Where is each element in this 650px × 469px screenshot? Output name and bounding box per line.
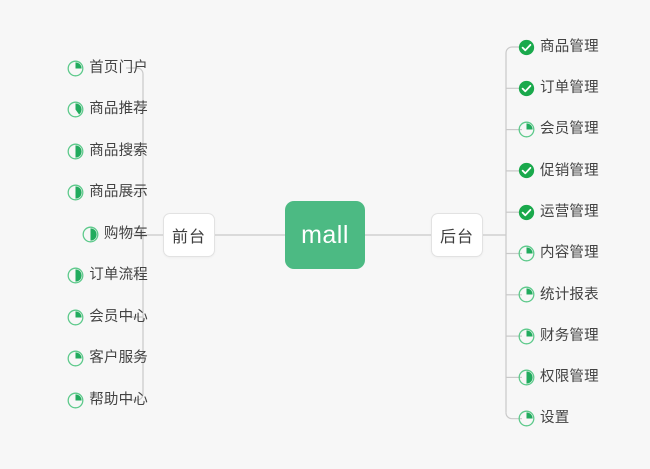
mindmap-leaf-left-6[interactable]: 会员中心 <box>67 306 148 328</box>
mindmap-leaf-left-7[interactable]: 客户服务 <box>67 348 148 370</box>
pie-progress-icon <box>518 286 535 303</box>
leaf-label: 会员管理 <box>540 121 599 138</box>
pie-progress-icon <box>82 226 99 242</box>
leaf-label: 会员中心 <box>89 308 148 325</box>
leaf-label: 商品管理 <box>540 38 599 55</box>
node-frontend-label: 前台 <box>171 229 206 246</box>
leaf-label: 内容管理 <box>540 245 599 262</box>
pie-progress-icon <box>518 121 535 138</box>
mindmap-leaf-right-4[interactable]: 运营管理 <box>518 201 599 223</box>
pie-progress-icon <box>518 369 535 386</box>
leaf-label: 帮助中心 <box>89 391 148 408</box>
leaf-label: 客户服务 <box>89 350 148 367</box>
left-branch: 首页门户商品推荐商品搜索商品展示购物车订单流程会员中心客户服务帮助中心 <box>0 0 170 469</box>
leaf-label: 运营管理 <box>540 203 599 220</box>
pie-progress-icon <box>67 143 84 159</box>
leaf-label: 购物车 <box>103 225 148 242</box>
node-backend-label: 后台 <box>439 229 474 246</box>
leaf-label: 设置 <box>540 410 570 427</box>
mindmap-leaf-right-2[interactable]: 会员管理 <box>518 119 599 141</box>
check-circle-icon <box>518 80 535 96</box>
leaf-label: 权限管理 <box>540 369 599 386</box>
pie-progress-icon <box>518 328 535 345</box>
mindmap-leaf-left-3[interactable]: 商品展示 <box>67 182 148 204</box>
check-circle-icon <box>518 39 535 55</box>
pie-progress-icon <box>518 245 535 262</box>
mindmap-leaf-left-1[interactable]: 商品推荐 <box>67 99 148 121</box>
pie-progress-icon <box>67 101 84 118</box>
leaf-label: 商品搜索 <box>89 142 148 159</box>
mindmap-leaf-left-2[interactable]: 商品搜索 <box>67 140 148 162</box>
mindmap-leaf-left-4[interactable]: 购物车 <box>82 223 148 245</box>
mindmap-leaf-right-1[interactable]: 订单管理 <box>518 77 599 99</box>
pie-progress-icon <box>67 392 84 408</box>
pie-progress-icon <box>67 350 84 367</box>
mindmap-leaf-right-8[interactable]: 权限管理 <box>518 366 599 388</box>
leaf-label: 统计报表 <box>540 286 599 303</box>
mindmap-leaf-right-5[interactable]: 内容管理 <box>518 243 599 265</box>
leaf-label: 商品展示 <box>89 184 148 201</box>
right-elbow-top <box>505 46 522 54</box>
pie-progress-icon <box>67 309 84 325</box>
check-circle-icon <box>518 204 535 220</box>
leaf-label: 商品推荐 <box>89 101 148 118</box>
right-elbow-bottom <box>505 412 522 420</box>
mindmap-leaf-right-6[interactable]: 统计报表 <box>518 284 599 306</box>
pie-progress-icon <box>518 410 535 427</box>
check-circle-icon <box>518 163 535 179</box>
pie-progress-icon <box>67 60 84 76</box>
mindmap-leaf-right-7[interactable]: 财务管理 <box>518 325 599 347</box>
pie-progress-icon <box>67 267 84 284</box>
right-branch: 商品管理订单管理会员管理促销管理运营管理内容管理统计报表财务管理权限管理设置 <box>500 0 650 469</box>
node-backend[interactable]: 后台 <box>431 213 483 257</box>
leaf-label: 首页门户 <box>89 59 148 76</box>
leaf-label: 财务管理 <box>540 327 599 344</box>
mindmap-leaf-right-3[interactable]: 促销管理 <box>518 160 599 182</box>
node-root[interactable]: mall <box>285 201 365 269</box>
mindmap-leaf-left-8[interactable]: 帮助中心 <box>67 389 148 411</box>
node-frontend[interactable]: 前台 <box>163 213 215 257</box>
left-elbow-top <box>126 67 144 75</box>
mindmap-leaf-right-0[interactable]: 商品管理 <box>518 36 599 58</box>
left-elbow-bottom <box>126 393 144 401</box>
leaf-label: 订单流程 <box>89 267 148 284</box>
leaf-label: 订单管理 <box>540 80 599 97</box>
node-root-label: mall <box>301 220 349 249</box>
pie-progress-icon <box>67 184 84 201</box>
mindmap-leaf-left-0[interactable]: 首页门户 <box>67 57 148 79</box>
leaf-label: 促销管理 <box>540 162 599 179</box>
mindmap-leaf-right-9[interactable]: 设置 <box>518 408 569 430</box>
mindmap-leaf-left-5[interactable]: 订单流程 <box>67 265 148 287</box>
